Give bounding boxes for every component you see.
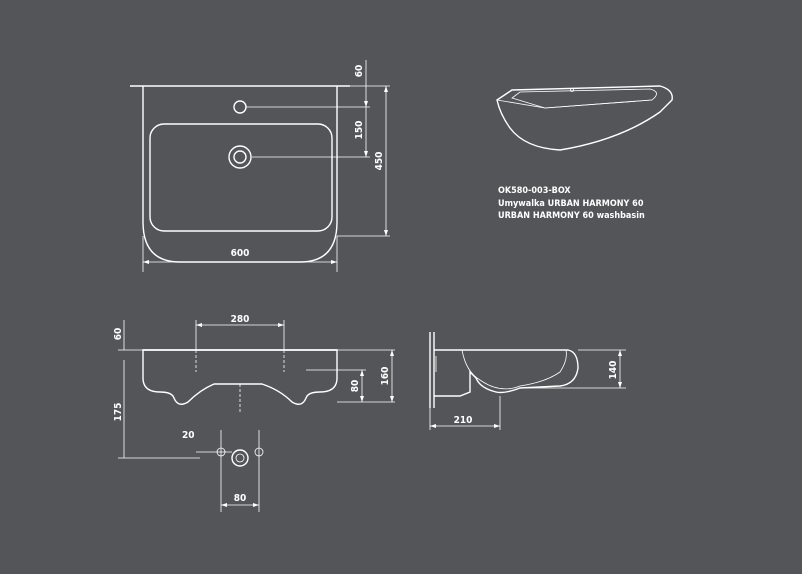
dim-top-tap: 60 (354, 65, 365, 78)
dim-top-depth: 450 (374, 152, 385, 171)
dim-front-top: 60 (113, 328, 124, 341)
dim-bottom-offset: 20 (182, 430, 195, 441)
bottom-view: 20 80 (182, 430, 264, 512)
product-name-en: URBAN HARMONY 60 washbasin (498, 211, 645, 221)
waste-hole-outer (231, 449, 249, 467)
dim-bottom-spacing: 80 (234, 493, 247, 504)
side-view-outline (434, 349, 579, 397)
dim-top-width: 600 (231, 248, 250, 259)
top-view: 600 450 60 150 (130, 60, 390, 272)
dim-front-height: 160 (380, 367, 391, 386)
dim-side-height: 140 (608, 361, 619, 380)
drain-inner (233, 150, 247, 164)
dim-front-bowl: 80 (350, 380, 361, 393)
dim-front-tap-spacing: 280 (231, 314, 250, 325)
front-view: 280 60 175 160 80 (113, 314, 395, 459)
waste-hole-inner (235, 453, 245, 463)
dim-side-depth: 210 (454, 415, 473, 426)
tap-hole (233, 100, 247, 114)
dim-top-drain: 150 (354, 121, 365, 140)
front-view-outline (142, 349, 338, 405)
side-view: 140 210 (429, 332, 626, 430)
perspective-view (496, 85, 673, 151)
product-name-pl: Umywalka URBAN HARMONY 60 (498, 199, 644, 209)
drain-outer (228, 145, 252, 169)
perspective-outline (496, 85, 673, 151)
side-view-wall (429, 332, 435, 408)
dim-front-mount: 175 (113, 403, 124, 422)
product-code: OK580-003-BOX (498, 186, 571, 196)
top-view-bowl (149, 123, 333, 232)
